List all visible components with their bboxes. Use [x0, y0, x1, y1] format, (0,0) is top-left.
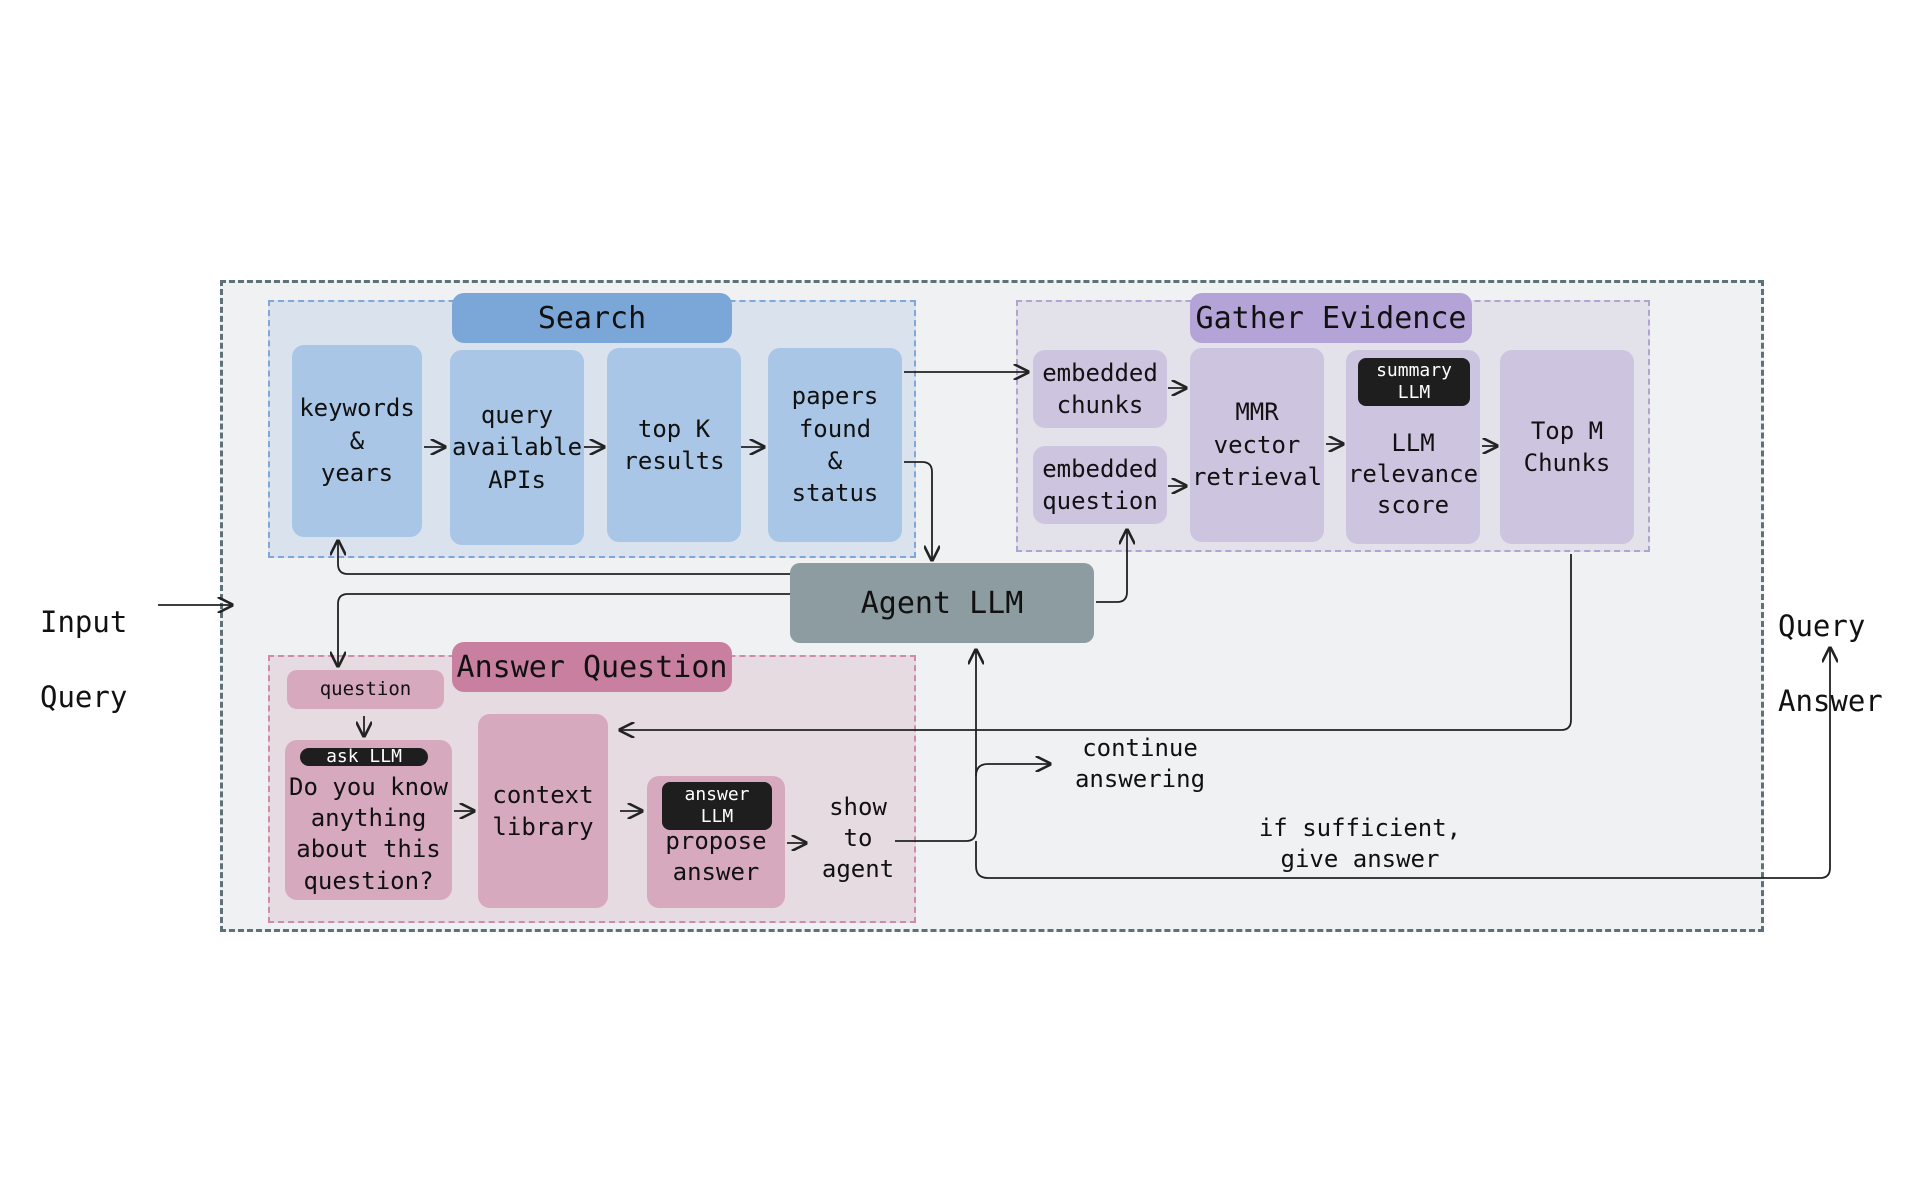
embedded-chunks-box: embedded chunks	[1033, 350, 1167, 428]
arrow-agent-to-gather	[1096, 530, 1127, 603]
arrow-papers-to-agent	[904, 461, 932, 560]
gather-evidence-header: Gather Evidence	[1190, 293, 1472, 343]
summary-llm-tag: summary LLM	[1358, 358, 1470, 406]
embedded-question-box: embedded question	[1033, 446, 1167, 524]
answer-llm-tag: answer LLM	[662, 782, 772, 830]
relevance-score-label: LLM relevance score	[1347, 429, 1479, 520]
top-m-chunks-box: Top M Chunks	[1500, 350, 1634, 544]
agent-llm-box: Agent LLM	[790, 563, 1094, 643]
top-k-results-box: top K results	[607, 348, 741, 542]
question-box: question	[287, 670, 444, 709]
ask-llm-text: Do you know anything about this question…	[289, 773, 448, 895]
continue-answering-label: continue answering	[1074, 734, 1206, 794]
show-to-agent-label: show to agent	[821, 793, 895, 884]
input-query-label: Input Query	[40, 566, 127, 717]
input-query-line2: Query	[40, 680, 128, 715]
if-sufficient-label: if sufficient, give answer	[1258, 814, 1462, 874]
arrow-continue-answering	[975, 764, 1050, 777]
query-answer-line1: Query	[1778, 608, 1866, 643]
search-header: Search	[452, 293, 732, 343]
keywords-years-box: keywords & years	[292, 345, 422, 537]
ask-llm-box	[285, 740, 452, 900]
papers-found-box: papers found & status	[768, 348, 902, 542]
mmr-retrieval-box: MMR vector retrieval	[1190, 348, 1324, 542]
context-library-box: context library	[478, 714, 608, 908]
query-apis-box: query available APIs	[450, 350, 584, 545]
input-query-line1: Input	[40, 604, 128, 639]
ask-llm-tag: ask LLM	[300, 746, 428, 767]
arrow-show-to-agent	[895, 650, 976, 842]
arrow-topm-to-context	[620, 554, 1572, 730]
arrow-agent-to-search	[338, 541, 790, 575]
arrow-agent-to-answer	[338, 593, 790, 666]
arrow-give-answer	[975, 648, 1830, 879]
propose-answer-label: propose answer	[665, 827, 767, 887]
answer-question-header: Answer Question	[452, 642, 732, 692]
